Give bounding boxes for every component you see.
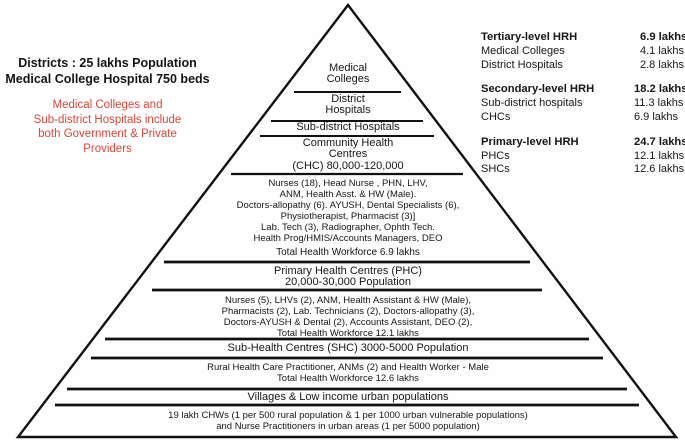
hrh-row: Medical Colleges 4.1 lakhs (481, 44, 685, 59)
pyramid-level-shc-staff: Rural Health Care Practitioner, ANMs (2)… (207, 362, 489, 385)
hrh-label: SHCs (481, 163, 510, 176)
hrh-label: District Hospitals (481, 58, 563, 71)
tertiary-hrh-group: Tertiary-level HRH 6.9 lakhs Medical Col… (481, 31, 685, 73)
hrh-label: Medical Colleges (481, 44, 565, 57)
hrh-label: CHCs (481, 110, 511, 123)
pyramid-level-chc-total: Total Health Workforce 6.9 lakhs (276, 247, 420, 258)
pyramid-level-chc: Community Health Centres (CHC) 80,000-12… (292, 137, 404, 172)
hrh-group-header: Tertiary-level HRH 6.9 lakhs (481, 31, 685, 45)
hrh-value: 11.3 lakhs (634, 97, 684, 110)
hrh-value: 24.7 lakhs (634, 135, 685, 148)
pyramid-level-chc-staff: Nurses (18), Head Nurse , PHN, LHV, ANM,… (236, 178, 460, 245)
pyramid-level-villages: Villages & Low income urban populations (247, 391, 449, 403)
pyramid-level-phc-staff: Nurses (5), LHVs (2), ANM, Health Assist… (221, 295, 475, 340)
hrh-value: 2.8 lakhs (640, 58, 685, 71)
hrh-group-header: Primary-level HRH 24.7 lakhs (481, 135, 685, 150)
pyramid-level-medical-colleges: Medical Colleges (326, 62, 370, 86)
hrh-group-header: Secondary-level HRH 18.2 lakhs (481, 83, 685, 97)
hrh-label: Tertiary-level HRH (481, 31, 578, 43)
pyramid-level-shc: Sub-Health Centres (SHC) 3000-5000 Popul… (227, 342, 469, 354)
hrh-row: Sub-district hospitals 11.3 lakhs (481, 97, 683, 111)
hrh-row: District Hospitals 2.8 lakhs (481, 58, 685, 73)
pyramid-triangle (15, 3, 679, 439)
hrh-label: PHCs (481, 149, 510, 162)
pyramid-level-phc: Primary Health Centres (PHC) 20,000-30,0… (274, 265, 422, 289)
hrh-label: Primary-level HRH (481, 135, 579, 148)
hrh-row: SHCs 12.6 lakhs (481, 163, 685, 177)
hrh-row: PHCs 12.1 lakhs (481, 149, 685, 164)
hrh-summary-panel: Tertiary-level HRH 6.9 lakhs Medical Col… (481, 31, 685, 188)
hrh-value: 12.1 lakhs (634, 149, 685, 162)
hrh-value: 12.6 lakhs (634, 163, 685, 176)
providers-note: Medical Colleges and Sub-district Hospit… (33, 99, 182, 155)
hrh-value: 18.2 lakhs (634, 83, 685, 96)
hrh-label: Sub-district hospitals (481, 97, 583, 110)
pyramid-level-sub-district-hospitals: Sub-district Hospitals (296, 121, 400, 133)
left-annotation-panel: Districts : 25 lakhs Population Medical … (0, 55, 215, 156)
pyramid-level-district-hospitals: District Hospitals (325, 93, 371, 117)
district-info-title: Districts : 25 lakhs Population Medical … (5, 56, 210, 86)
hrh-value: 6.9 lakhs (640, 31, 685, 43)
hrh-row: CHCs 6.9 lakhs (481, 111, 683, 125)
pyramid-level-chw: 19 lakh CHWs (1 per 500 rural population… (168, 410, 528, 433)
hrh-label: Secondary-level HRH (481, 83, 595, 96)
hrh-value: 6.9 lakhs (634, 110, 679, 123)
primary-hrh-group: Primary-level HRH 24.7 lakhs PHCs 12.1 l… (481, 135, 685, 177)
secondary-hrh-group: Secondary-level HRH 18.2 lakhs Sub-distr… (481, 83, 685, 125)
hrh-value: 4.1 lakhs (640, 44, 685, 57)
